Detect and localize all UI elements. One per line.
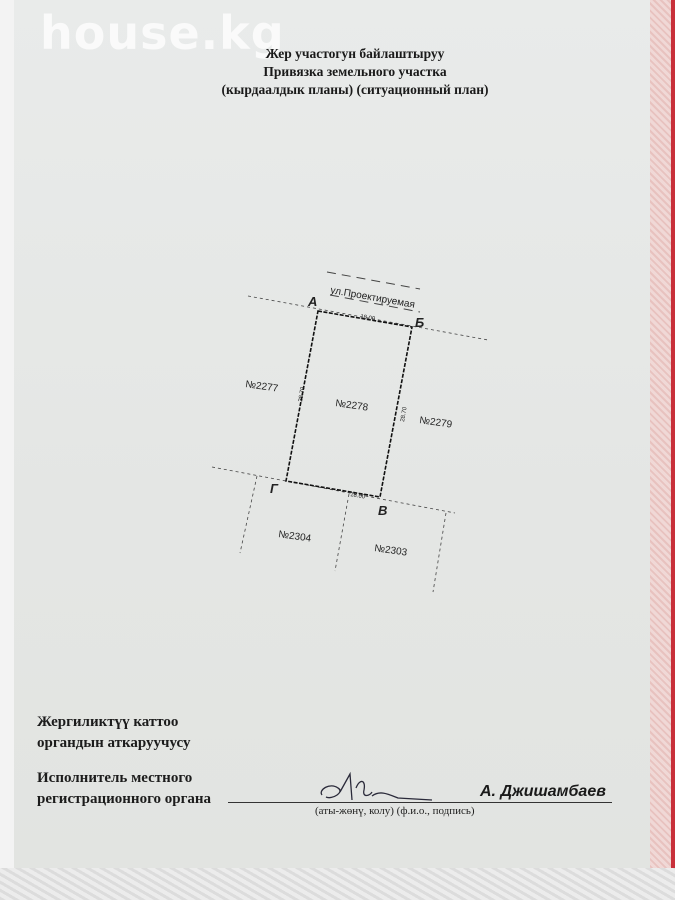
neighbor-boundary — [239, 475, 258, 554]
parcel-bottom-right: №2303 — [374, 543, 409, 559]
parcel-bottom-left: №2304 — [278, 529, 313, 545]
dimension-bottom: 18.00 — [350, 492, 366, 501]
kg-executor-line-2: органдын аткаруучусу — [37, 735, 191, 751]
neighbor-boundary — [334, 493, 350, 572]
boundary-extension-top — [247, 295, 489, 341]
dimension-left: 28.70 — [298, 386, 307, 402]
watermark-logo: house.kg — [40, 6, 285, 60]
signer-name: А. Джишамбаев — [480, 783, 606, 800]
parcel-outline — [285, 310, 413, 498]
signature-line — [228, 802, 612, 803]
parcel-right: №2279 — [419, 415, 454, 431]
dimension-top: 18.00 — [360, 314, 376, 323]
corner-g: Г — [270, 481, 279, 496]
neighbor-boundary — [432, 512, 447, 593]
decorative-border — [650, 0, 675, 900]
street-line-top — [326, 271, 421, 290]
street-line-bottom — [329, 294, 421, 313]
decorative-border-bottom — [0, 868, 675, 900]
parcel-main: №2278 — [335, 398, 370, 414]
parcel-left: №2277 — [245, 379, 280, 395]
kg-executor-line-1: Жергиликтүү каттоо — [37, 714, 179, 730]
corner-b: Б — [415, 315, 424, 330]
boundary-extension-bottom — [211, 466, 456, 514]
dimension-right: 28.70 — [400, 406, 409, 422]
page-edge — [0, 0, 14, 868]
title-line-2: Привязка земельного участка — [263, 64, 447, 79]
title-line-1: Жер участогун байлаштыруу — [265, 46, 445, 61]
document-page — [0, 0, 660, 868]
title-line-3: (кырдаалдык планы) (ситуационный план) — [221, 82, 489, 97]
signature — [320, 771, 433, 801]
street-label: ул.Проектируемая — [329, 285, 415, 311]
corner-v: В — [378, 503, 387, 518]
signature-caption: (аты-жөнү, колу) (ф.и.о., подпись) — [315, 805, 475, 817]
corner-a: А — [307, 294, 317, 309]
ru-executor-line-2: регистрационного органа — [37, 791, 212, 807]
ru-executor-line-1: Исполнитель местного — [37, 770, 193, 786]
